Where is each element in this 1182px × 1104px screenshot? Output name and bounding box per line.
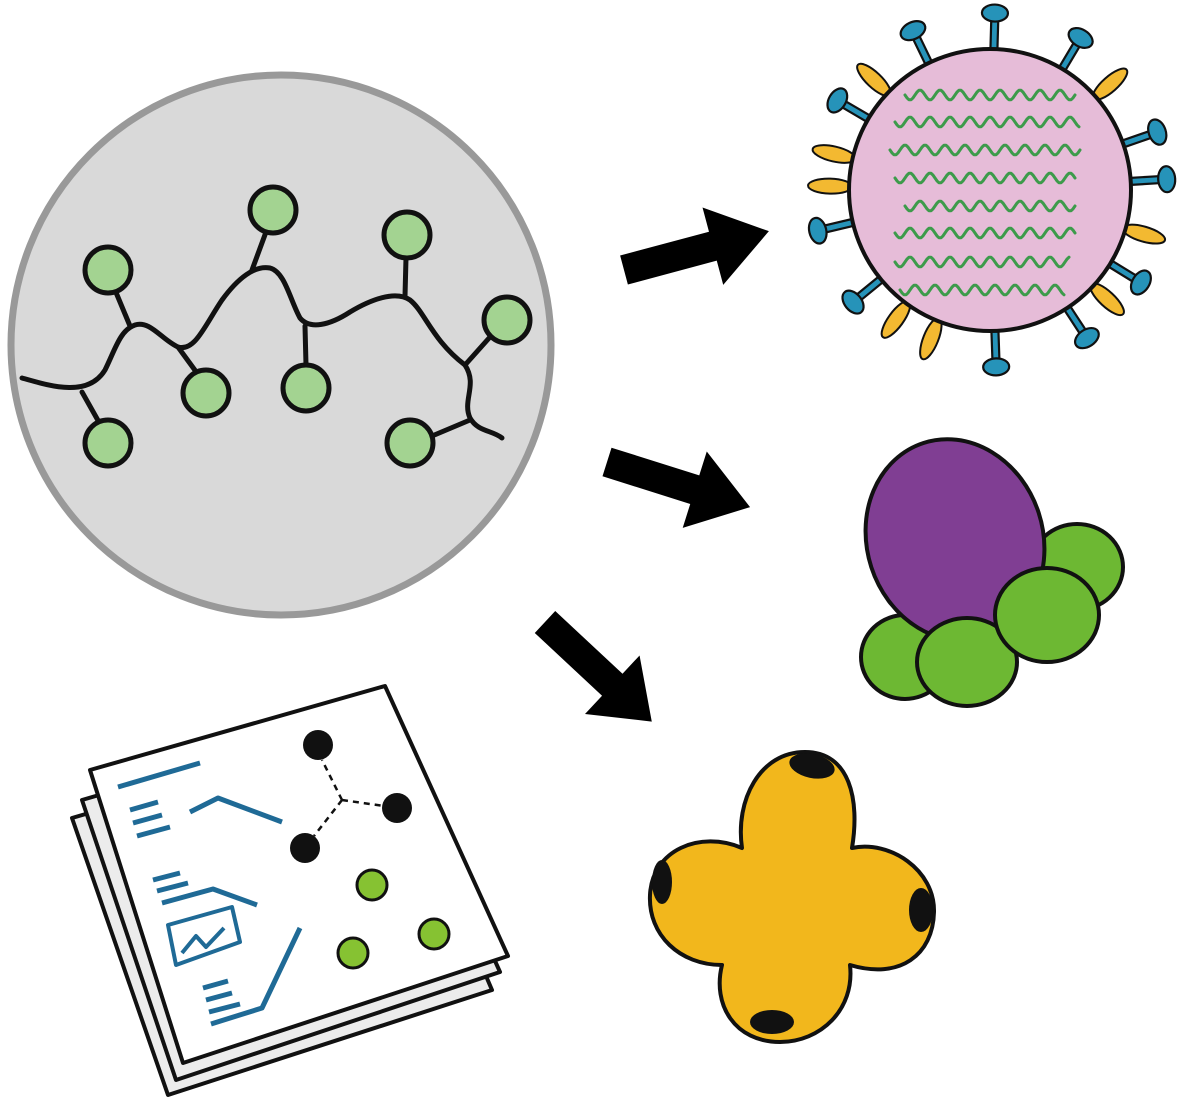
monomer-node	[82, 417, 134, 469]
text-line	[117, 760, 201, 790]
rna-strand	[893, 226, 1077, 240]
particle-body	[647, 750, 937, 1044]
text-line	[136, 824, 171, 839]
particle-spot	[652, 860, 672, 904]
spike-protein	[899, 20, 936, 71]
virus-envelope	[847, 47, 1133, 333]
document-green-dot	[417, 917, 451, 951]
arrow-shape	[534, 611, 652, 722]
side-chain-link	[402, 255, 409, 299]
spike-head	[899, 20, 927, 42]
monomer-node	[381, 209, 433, 261]
spike-head	[1147, 118, 1168, 146]
monomer-node	[384, 417, 436, 469]
spike-head	[826, 87, 849, 114]
spike-head	[841, 289, 865, 315]
spike-protein	[980, 3, 1010, 56]
monomer-nodes	[82, 184, 533, 469]
line-chart-mark	[188, 795, 283, 825]
monomer-node	[247, 184, 299, 236]
text-line	[129, 799, 159, 813]
network-link	[320, 759, 344, 801]
line-chart-mark	[161, 886, 258, 908]
spike-head	[1067, 26, 1094, 49]
arrow-to-particle-icon	[534, 611, 652, 722]
protein-complex-icon	[859, 437, 1125, 708]
document-content	[117, 730, 451, 1027]
particle-spot	[909, 888, 933, 932]
rna-strand	[903, 88, 1077, 102]
spike-head	[982, 357, 1011, 377]
virus-rna-strands	[888, 88, 1082, 297]
rna-strand	[893, 171, 1077, 185]
spike-head	[1073, 326, 1100, 350]
spike-petal	[807, 177, 854, 195]
side-chain-link	[175, 344, 200, 376]
spike-head	[807, 216, 828, 245]
arrow-shape	[620, 207, 769, 285]
network-link	[313, 799, 343, 837]
network-node	[382, 793, 412, 823]
side-chain-link	[302, 323, 309, 368]
rna-strand	[893, 115, 1081, 129]
nanoparticle-icon	[647, 750, 937, 1044]
rna-strand	[893, 255, 1071, 269]
monomer-node	[82, 244, 134, 296]
text-line	[152, 870, 181, 883]
side-chain-link	[462, 334, 493, 368]
network-node	[303, 730, 333, 760]
arrow-to-virus-icon	[620, 207, 769, 285]
arrow-shape	[602, 447, 751, 528]
document-green-dot	[336, 936, 370, 970]
text-line	[205, 990, 233, 1003]
network-link	[341, 798, 385, 808]
chart-thumbnail-icon	[166, 905, 242, 967]
protein-subunit-green	[915, 616, 1019, 708]
spike-head	[980, 3, 1010, 23]
monomer-node	[481, 294, 533, 346]
particle-spot	[789, 753, 835, 779]
arrow-to-protein-icon	[602, 447, 751, 528]
network-node	[290, 833, 320, 863]
particle-spot	[750, 1010, 794, 1034]
spike-protein	[1115, 118, 1168, 151]
text-line	[202, 978, 229, 991]
monomer-node	[180, 367, 232, 419]
polymer-container-circle	[7, 71, 555, 619]
text-line	[208, 1001, 241, 1015]
virus-icon	[807, 3, 1177, 377]
paper-sheet-front	[88, 684, 510, 1065]
spike-head	[1129, 269, 1152, 296]
rna-strand	[888, 143, 1082, 157]
polymer-backbone	[19, 265, 505, 441]
chart-thumbnail-frame	[166, 905, 242, 967]
network-graphic	[290, 730, 412, 863]
document-green-dot	[355, 868, 389, 902]
text-line	[132, 812, 163, 826]
document-icon	[70, 684, 510, 1097]
protein-subunit-green	[993, 566, 1101, 664]
side-chain-link	[249, 229, 269, 273]
rna-strand	[898, 283, 1066, 297]
spike-head	[1157, 165, 1177, 194]
side-chain-link	[112, 287, 133, 329]
side-chain-link	[79, 389, 103, 427]
polymer-chain-icon	[7, 71, 555, 619]
rna-strand	[903, 199, 1077, 213]
chart-thumbnail-line	[180, 926, 226, 955]
side-chain-link	[429, 417, 473, 439]
side-chain-links	[79, 229, 493, 439]
line-chart-mark	[210, 926, 303, 1027]
monomer-node	[280, 362, 332, 414]
text-line	[156, 880, 189, 894]
